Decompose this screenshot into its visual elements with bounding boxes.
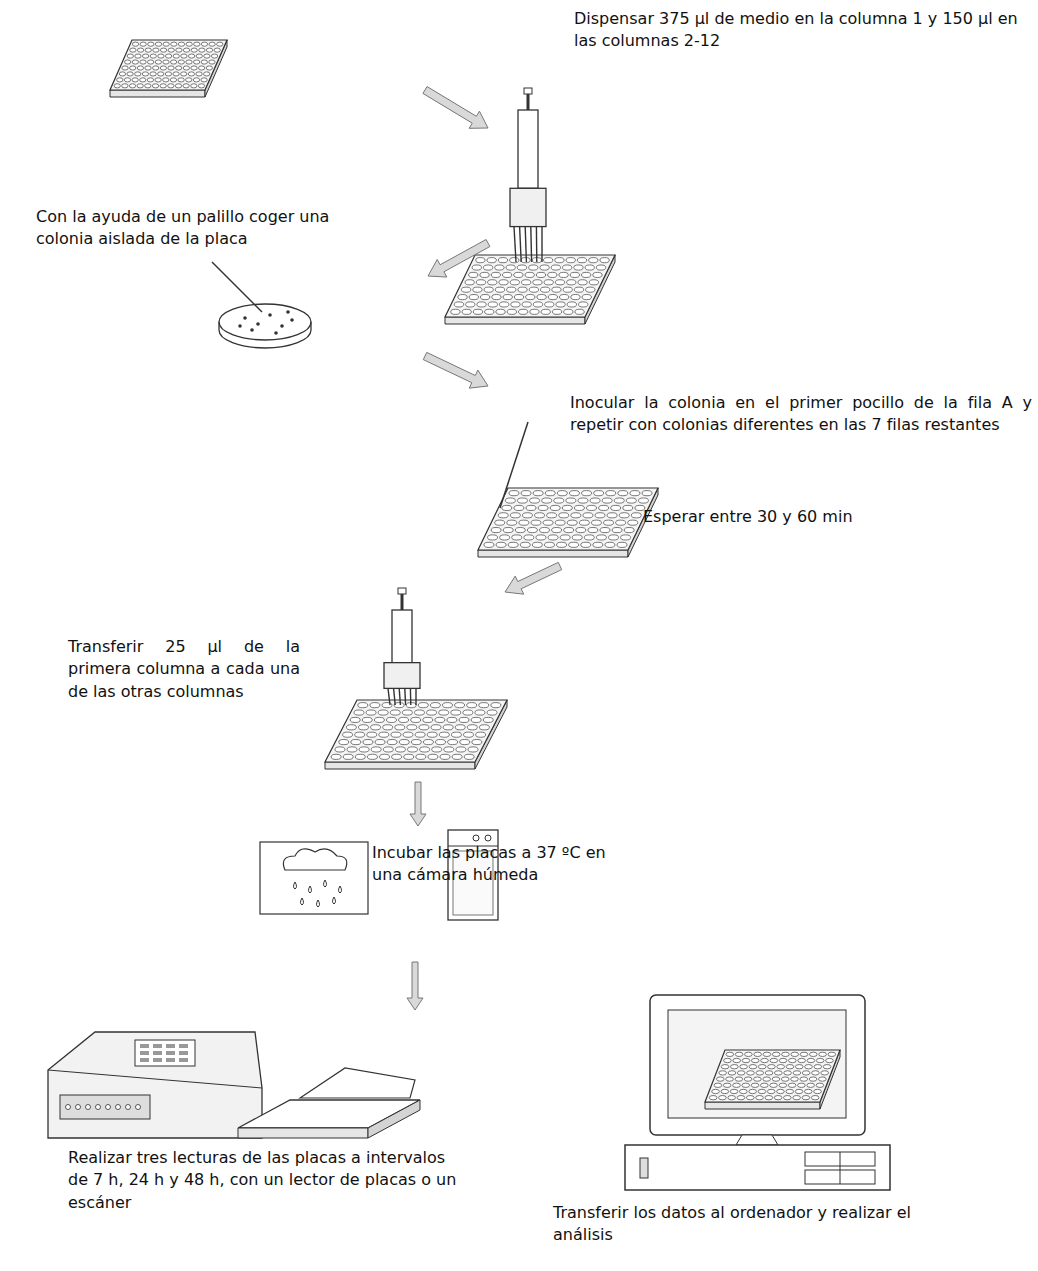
microplate bbox=[110, 40, 227, 97]
humid-chamber bbox=[260, 842, 368, 914]
flow-arrow bbox=[410, 782, 426, 826]
flow-arrow bbox=[423, 87, 488, 129]
step-caption: Transferir 25 μl de la primera columna a… bbox=[68, 636, 300, 703]
step-caption: Dispensar 375 μl de medio en la columna … bbox=[574, 8, 1032, 53]
scanner bbox=[238, 1068, 420, 1138]
step-caption: Con la ayuda de un palillo coger una col… bbox=[36, 206, 381, 251]
step-caption: Inocular la colonia en el primer pocillo… bbox=[570, 392, 1032, 437]
flow-arrow bbox=[407, 962, 423, 1010]
flow-arrow bbox=[505, 562, 562, 594]
microplate bbox=[445, 255, 615, 324]
microplate bbox=[325, 700, 507, 769]
multichannel-pipette bbox=[384, 588, 420, 705]
toothpick bbox=[212, 262, 262, 312]
multichannel-pipette bbox=[510, 88, 546, 262]
toothpick bbox=[500, 422, 528, 508]
flow-arrow bbox=[423, 352, 488, 388]
flow-arrow bbox=[428, 239, 490, 277]
microplate bbox=[705, 1050, 840, 1109]
microplate bbox=[478, 488, 658, 557]
computer bbox=[625, 995, 890, 1190]
step-caption: Incubar las placas a 37 ºC en una cámara… bbox=[372, 842, 612, 887]
petri-dish bbox=[219, 304, 311, 348]
plate-reader bbox=[48, 1032, 262, 1138]
step-caption: Transferir los datos al ordenador y real… bbox=[553, 1202, 948, 1247]
step-caption: Realizar tres lecturas de las placas a i… bbox=[68, 1147, 468, 1214]
step-caption: Esperar entre 30 y 60 min bbox=[643, 506, 853, 528]
